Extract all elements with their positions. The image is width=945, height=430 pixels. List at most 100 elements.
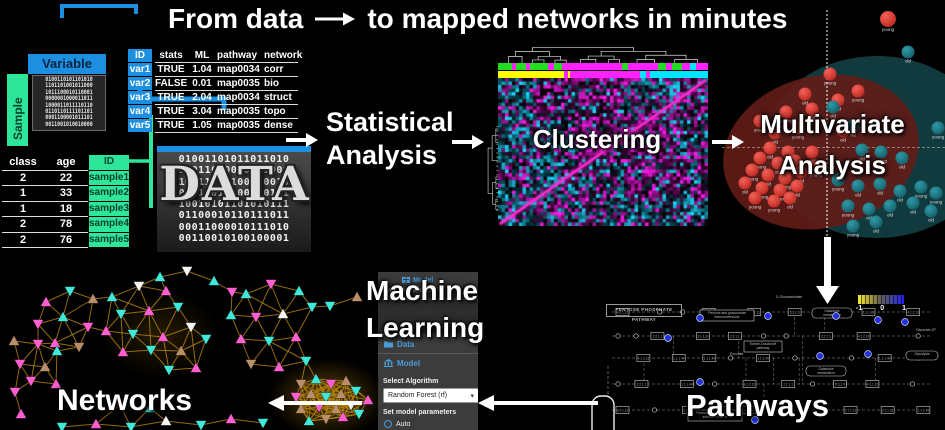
network-node (290, 330, 302, 342)
ec-number: 1.1.1.49 (879, 357, 891, 361)
point-label: old (927, 217, 935, 223)
network-edge (200, 418, 232, 426)
stats-cell: FALSE (155, 78, 188, 89)
ec-number: 4.1.2.13 (744, 383, 756, 387)
pathway-cell: map0035 (217, 78, 260, 89)
point-label: old (854, 192, 862, 198)
ec-number: 2.7.1.11 (749, 311, 761, 315)
network-node (263, 336, 275, 348)
ec-number: 2.2.1.1 (637, 383, 647, 387)
metabolite-node (848, 355, 855, 361)
label-statistical-analysis: Statistical Analysis (326, 106, 454, 172)
network-edge (37, 343, 46, 368)
colorbar-tick: 1 (902, 305, 906, 312)
pathway-cell: map0034 (217, 64, 260, 75)
network-node (82, 322, 94, 334)
data-word: DATA (159, 157, 311, 212)
annotation-segment (568, 70, 570, 78)
pathway-label: Galactose (818, 367, 833, 371)
page-title: From data to mapped networks in minutes (168, 3, 787, 35)
binary-line: 0011001010010000 (45, 120, 93, 128)
point-label: old (766, 154, 774, 160)
dendrogram-branch (492, 182, 496, 205)
network-node (181, 266, 193, 278)
annotation-segment (530, 63, 548, 70)
ml-nav-data[interactable]: Data (378, 334, 478, 353)
stats-cell: stats (159, 50, 183, 61)
point-label: old (909, 209, 917, 215)
annotation-segment (646, 70, 650, 78)
annotation-segment (672, 63, 682, 70)
dendrogram-branch (532, 47, 634, 52)
scatter-point-young: young (753, 151, 767, 170)
cluster-annotation-bar-2 (498, 70, 708, 78)
ec-box (781, 380, 795, 388)
ec-number: 4.1.2.13 (907, 311, 919, 315)
network-edge (56, 346, 80, 352)
statistical-line1: Statistical (326, 107, 454, 137)
scatter-point-old: old (873, 177, 887, 196)
point-label: old (793, 192, 801, 198)
point-label: old (898, 164, 906, 170)
annotation-segment (682, 63, 690, 70)
point-label: young (755, 194, 769, 200)
network-node (235, 332, 247, 344)
algorithm-dropdown[interactable]: Random Forest (rf) ▾ (383, 388, 478, 403)
network-cell: dense (264, 120, 293, 131)
point-label: young (767, 207, 781, 213)
ec-box (877, 354, 892, 362)
metabolite-node (651, 407, 658, 413)
pathway-cell: map0035 (217, 106, 260, 117)
highlighted-node (816, 352, 824, 360)
ec-number: 1.1.1.49 (757, 357, 769, 361)
network-edge (87, 298, 94, 328)
binary-line: 00011000010111010 (178, 221, 290, 233)
sample-id-cell: ID (89, 155, 129, 170)
network-hairball-glow (268, 358, 386, 430)
network-cell: topo (264, 106, 286, 117)
point-label: old (786, 204, 794, 210)
dendrogram-branch (537, 56, 561, 61)
network-edge (30, 343, 39, 382)
ml-top-tab[interactable]: Model (402, 275, 478, 285)
dendrogram-branch (645, 54, 687, 60)
network-edge (240, 316, 257, 340)
ec-box (916, 406, 931, 414)
age-cell: 18 (59, 202, 73, 215)
binary-line: 1101101001011000 (45, 82, 93, 90)
network-node (154, 270, 166, 282)
network-edge (165, 420, 202, 426)
model-tab-icon (402, 277, 410, 283)
annotation-segment (562, 63, 622, 70)
network-edge (282, 290, 300, 315)
scatter-point-old: old (883, 199, 897, 218)
radio-auto[interactable]: Auto (384, 420, 478, 428)
id-cell: var5 (128, 119, 152, 132)
id-cell: ID (128, 49, 152, 62)
network-cluster-glow (100, 290, 220, 380)
ml-nav-model[interactable]: Model (378, 353, 478, 372)
network-edge (44, 350, 58, 368)
network-node (225, 308, 237, 320)
network-edge (30, 380, 57, 385)
scatter-point-old: old (901, 45, 915, 64)
pathway-label: Glycolysis (914, 352, 930, 356)
network-edge (62, 290, 71, 318)
metabolite-node (728, 355, 734, 361)
sample-id-cell: sample2 (89, 186, 129, 201)
id-cell: var2 (128, 77, 152, 90)
ml-cell: 2.04 (192, 92, 212, 103)
network-edge (44, 366, 57, 385)
network-edge (245, 283, 272, 295)
point-label: young (748, 204, 762, 210)
point-label: old (829, 113, 837, 119)
metabolite-node (615, 333, 621, 339)
pathway-label-box (811, 307, 853, 319)
network-node (32, 319, 44, 331)
